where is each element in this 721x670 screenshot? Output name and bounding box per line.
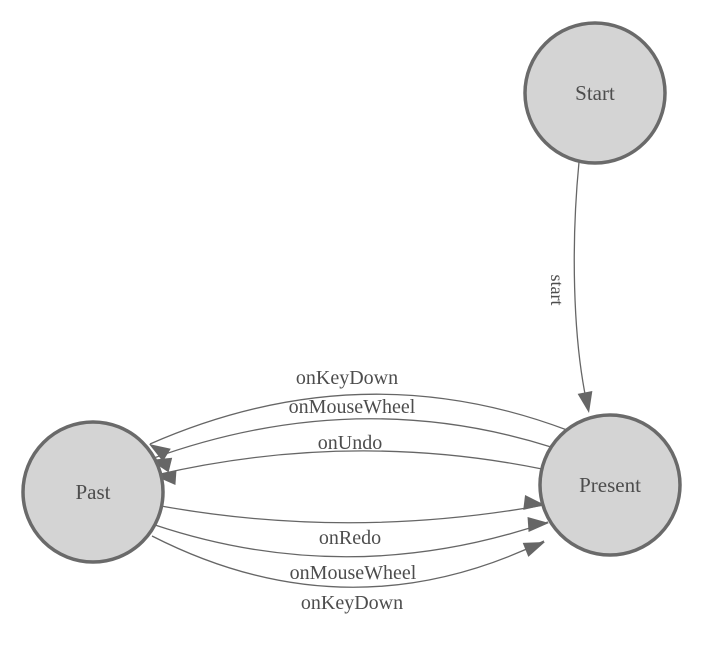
arrowhead-icon	[522, 542, 545, 557]
edge-start-to-present	[573, 161, 587, 400]
edge-past-to-present-onkeydown	[151, 535, 545, 588]
edge-label-onmousewheel-bottom: onMouseWheel	[290, 562, 417, 584]
arrowhead-icon	[155, 469, 177, 485]
node-past-label: Past	[75, 480, 110, 504]
node-present-circle[interactable]	[538, 413, 682, 557]
edge-past-to-present-onredo	[160, 504, 545, 524]
edge-present-to-past-onkeydown	[149, 393, 568, 445]
node-past[interactable]: Past	[21, 420, 165, 564]
edge-group	[149, 161, 593, 588]
edge-label-onkeydown-bottom: onKeyDown	[301, 592, 403, 614]
edge-past-to-present-onmousewheel	[154, 521, 549, 558]
node-past-circle[interactable]	[21, 420, 165, 564]
edge-label-start: start	[547, 275, 567, 306]
edge-label-onmousewheel-top: onMouseWheel	[289, 396, 416, 418]
edge-label-onredo: onRedo	[319, 527, 381, 549]
node-start-circle[interactable]	[523, 21, 667, 165]
arrowhead-icon	[527, 516, 549, 532]
node-start[interactable]: Start	[523, 21, 667, 165]
edge-present-to-past-onmousewheel	[150, 418, 552, 460]
node-present[interactable]: Present	[538, 413, 682, 557]
arrowhead-icon	[523, 494, 545, 510]
arrowhead-icon	[149, 444, 171, 462]
edge-label-onkeydown-top: onKeyDown	[296, 367, 398, 389]
node-present-label: Present	[579, 473, 641, 497]
edge-present-to-past-onundo	[155, 450, 543, 476]
edge-label-group: start onKeyDown onMouseWheel onUndo onRe…	[289, 275, 567, 615]
edge-label-onundo: onUndo	[318, 432, 382, 454]
node-start-label: Start	[575, 81, 615, 105]
arrowhead-icon	[577, 390, 593, 413]
